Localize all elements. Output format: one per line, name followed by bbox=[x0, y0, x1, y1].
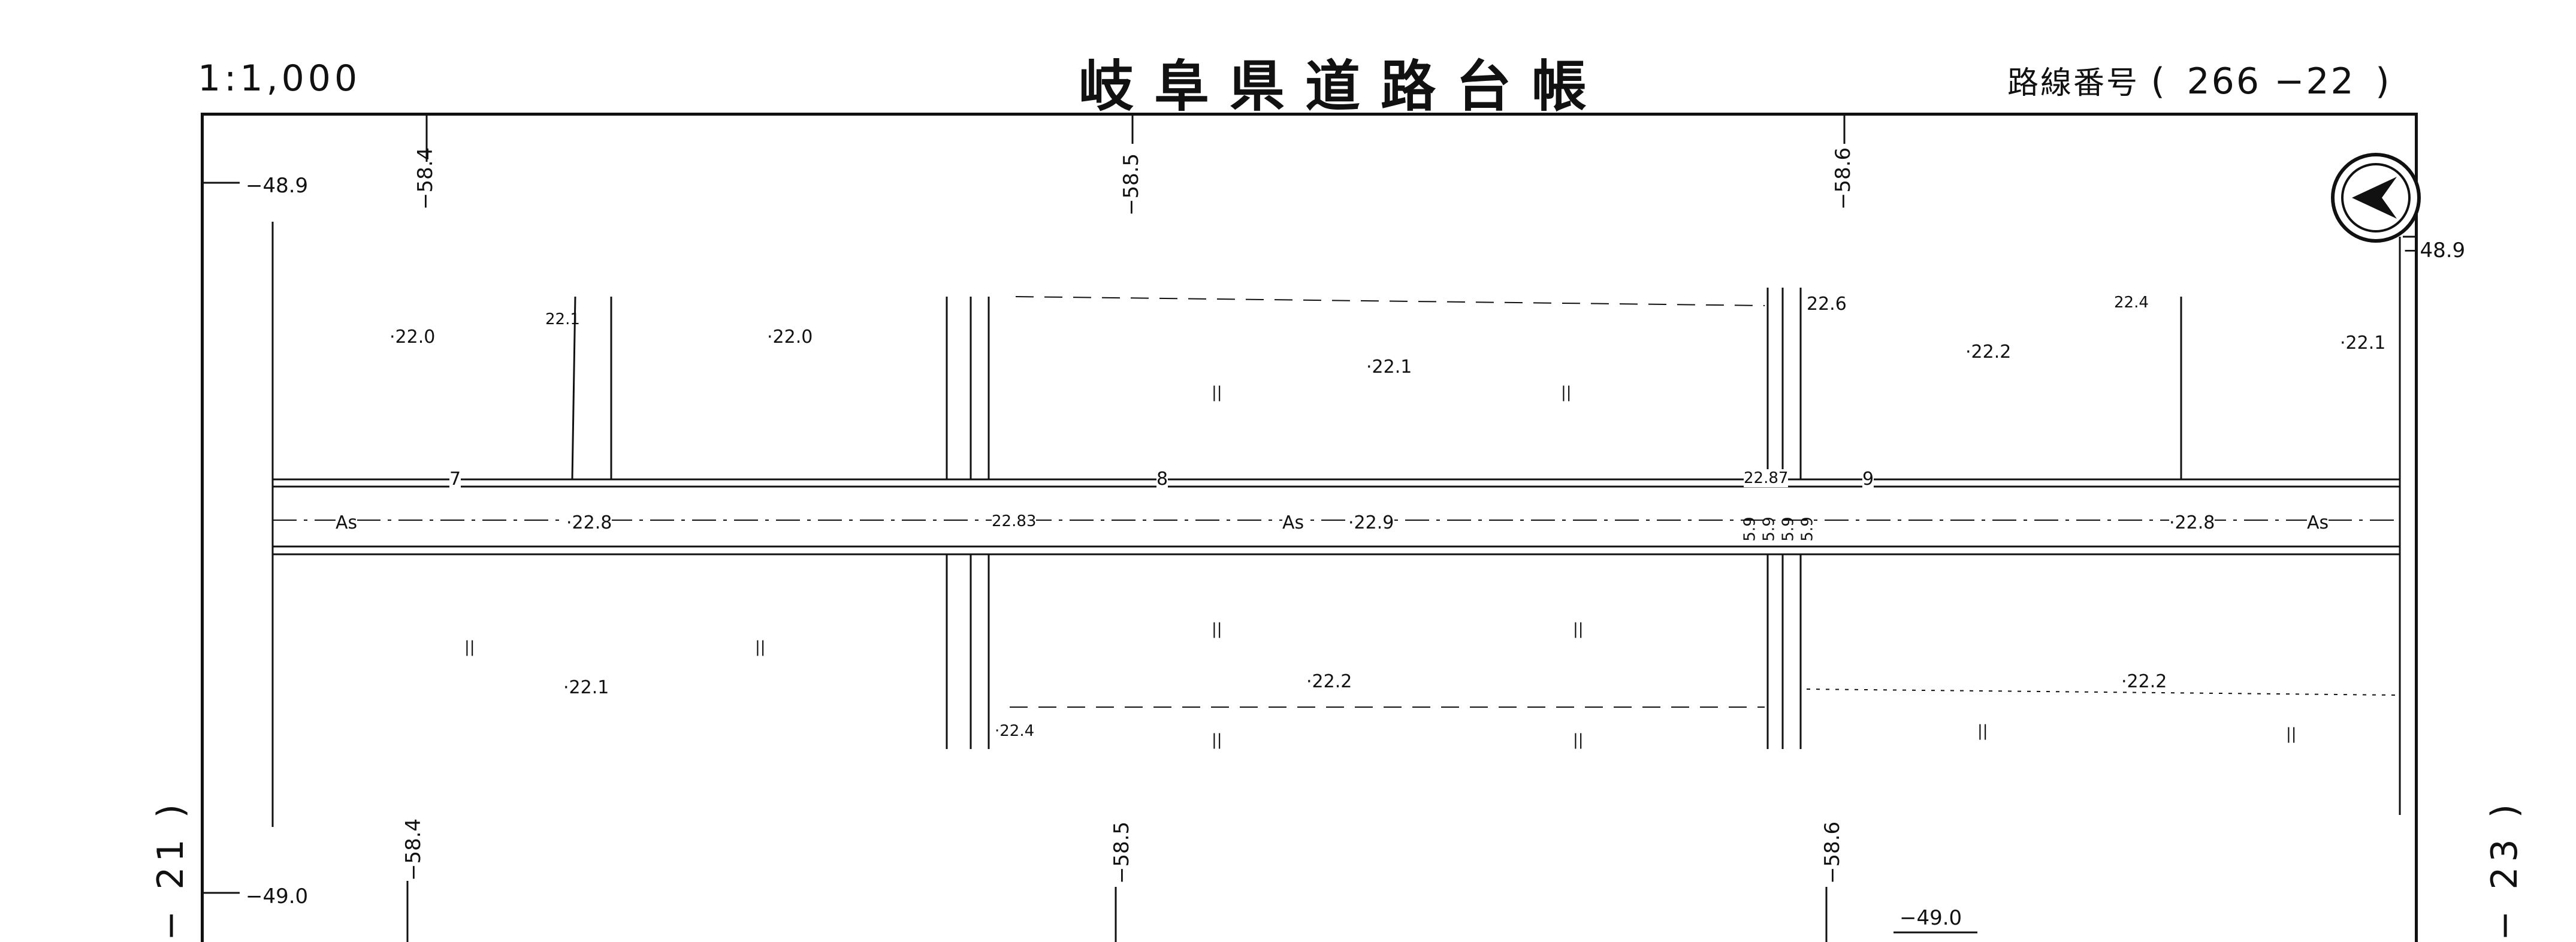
ditto-mark: || bbox=[2286, 725, 2297, 743]
width-label: 5.9 bbox=[1741, 517, 1759, 542]
map-frame bbox=[201, 113, 2418, 942]
grid-x-bottom-3: −58.6 bbox=[1820, 821, 1844, 884]
sheet-left: − 21 ) bbox=[150, 799, 192, 941]
ditto-mark: || bbox=[1573, 620, 1584, 638]
grid-x-top-2: −58.5 bbox=[1119, 153, 1143, 216]
elev-label: ·22.2 bbox=[1306, 671, 1352, 692]
grid-x-bottom-1: −58.4 bbox=[401, 818, 425, 881]
centerline-label: As bbox=[336, 512, 358, 533]
route-number: 路線番号 ( 266 −22 ) bbox=[2007, 58, 2391, 102]
ditto-mark: || bbox=[1977, 722, 1988, 740]
elev-label: ·22.0 bbox=[767, 327, 813, 348]
elev-label: ·22.2 bbox=[2121, 671, 2167, 692]
grid-y-top-left: −48.9 bbox=[246, 174, 309, 198]
grid-y-bottom-left: −49.0 bbox=[246, 884, 309, 908]
grid-x-top-1: −58.4 bbox=[413, 147, 437, 210]
grid-y-top-right: −48.9 bbox=[2403, 238, 2466, 262]
width-label: 5.9 bbox=[1798, 517, 1817, 542]
route-number-value: 266 −22 bbox=[2187, 61, 2355, 102]
ditto-mark: || bbox=[1212, 384, 1222, 401]
centerline-label: ·22.8 bbox=[2169, 512, 2215, 533]
width-label: 5.9 bbox=[1760, 517, 1778, 542]
lane-mark: 9 bbox=[1862, 469, 1874, 490]
ditto-mark: || bbox=[1561, 384, 1572, 401]
elev-label: ·22.0 bbox=[389, 327, 436, 348]
centerline-label: 22.87 bbox=[1744, 469, 1789, 487]
grid-y-bottom-mid: −49.0 bbox=[1899, 906, 1962, 930]
ditto-mark: || bbox=[1212, 731, 1222, 749]
route-label: 路線番号 bbox=[2007, 65, 2140, 101]
centerline-label: As bbox=[2307, 512, 2329, 533]
ditto-mark: || bbox=[464, 638, 475, 656]
map-title: 岐阜県道路台帳 bbox=[1079, 54, 1608, 119]
elev-label: ·22.1 bbox=[563, 677, 609, 698]
lane-mark: 8 bbox=[1156, 469, 1168, 490]
centerline-label: As bbox=[1282, 512, 1304, 533]
elev-label: 22.4 bbox=[2114, 294, 2149, 312]
centerline-label: ·22.9 bbox=[1348, 512, 1394, 533]
grid-x-bottom-2: −58.5 bbox=[1110, 821, 1134, 884]
elev-label: ·22.1 bbox=[1366, 357, 1412, 378]
ditto-mark: || bbox=[1212, 620, 1222, 638]
lane-mark: 7 bbox=[449, 469, 461, 490]
elev-label: ·22.1 bbox=[2340, 333, 2386, 354]
map-scale: 1:1,000 bbox=[198, 58, 361, 99]
elev-label: 22.1 bbox=[545, 310, 580, 328]
elev-label: ·22.4 bbox=[995, 722, 1035, 740]
route-open-paren: ( bbox=[2151, 61, 2167, 102]
ditto-mark: || bbox=[1573, 731, 1584, 749]
ditto-mark: || bbox=[755, 638, 766, 656]
elev-label: 22.6 bbox=[1807, 294, 1847, 315]
centerline-label: 22.83 bbox=[992, 512, 1037, 530]
width-label: 5.9 bbox=[1779, 517, 1798, 542]
north-arrow-icon bbox=[2331, 153, 2421, 243]
centerline-label: ·22.8 bbox=[566, 512, 612, 533]
elev-label: ·22.2 bbox=[1965, 342, 2012, 363]
sheet-right: − 23 ) bbox=[2484, 799, 2526, 941]
grid-x-top-3: −58.6 bbox=[1831, 147, 1855, 210]
route-close-paren: ) bbox=[2375, 61, 2391, 102]
